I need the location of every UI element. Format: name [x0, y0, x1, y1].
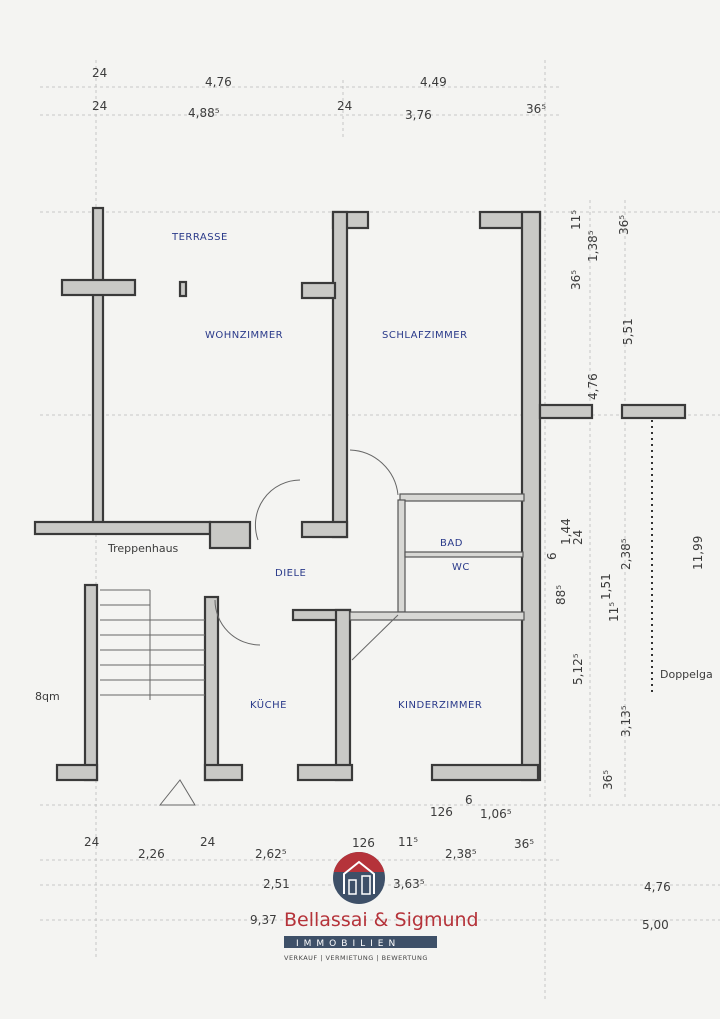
dimension-label: 126 [352, 836, 375, 850]
dimension-label: 4,76 [644, 880, 671, 894]
dimension-label: 36⁵ [526, 102, 546, 116]
room-wohnzimmer: WOHNZIMMER [205, 330, 283, 341]
top-dimensions: 24 4,76 4,49 24 4,88⁵ 24 3,76 36⁵ [92, 66, 546, 122]
room-schlafzimmer: SCHLAFZIMMER [382, 330, 468, 341]
dimension-label: 126 [430, 805, 453, 819]
bottom-dimensions: 126 6 1,06⁵ 24 2,26 24 2,62⁵ 126 11⁵ 2,3… [84, 793, 671, 932]
dimension-label: 2,38⁵ [445, 847, 477, 861]
dimension-label: 1,38⁵ [586, 230, 600, 262]
label-area: 8qm [35, 690, 60, 703]
dimension-label: 9,37 [250, 913, 277, 927]
room-bad: BAD [440, 538, 463, 549]
house-icon [343, 860, 375, 894]
dimension-label: 4,76 [205, 75, 232, 89]
dimension-label: 2,51 [263, 877, 290, 891]
dimension-label: 5,12⁵ [571, 653, 585, 685]
dimension-label: 4,88⁵ [188, 106, 220, 120]
dimension-label: 1,44 [559, 518, 573, 545]
dimension-label: 6 [465, 793, 473, 807]
dimension-label: 1,51 [599, 573, 613, 600]
logo-subtitle: IMMOBILIEN [296, 939, 400, 949]
dimension-guides [40, 60, 720, 1000]
doors [214, 449, 399, 661]
label-doppelgarage: Doppelga [660, 668, 713, 681]
dimension-label: 24 [92, 99, 107, 113]
dimension-label: 2,38⁵ [619, 538, 633, 570]
dimension-label: 6 [545, 552, 559, 560]
dimension-label: 11,99 [691, 536, 705, 570]
dimension-label: 4,49 [420, 75, 447, 89]
dimension-label: 11⁵ [607, 602, 621, 622]
staircase [100, 589, 205, 806]
dimension-label: 11⁵ [398, 835, 418, 849]
dimension-label: 3,63⁵ [393, 877, 425, 891]
dimension-label: 5,00 [642, 918, 669, 932]
dimension-label: 36⁵ [514, 837, 534, 851]
room-wc: WC [452, 562, 470, 573]
dimension-label: 4,76 [586, 373, 600, 400]
dimension-label: 24 [84, 835, 99, 849]
dimension-label: 2,62⁵ [255, 847, 287, 861]
room-labels: TERRASSE WOHNZIMMER SCHLAFZIMMER DIELE B… [35, 232, 713, 711]
room-kinderzimmer: KINDERZIMMER [398, 700, 482, 711]
dimension-label: 36⁵ [617, 215, 631, 235]
walls [33, 206, 687, 782]
logo-tagline: VERKAUF | VERMIETUNG | BEWERTUNG [284, 954, 428, 962]
dimension-label: 36⁵ [569, 270, 583, 290]
room-kueche: KÜCHE [250, 698, 287, 711]
room-terrasse: TERRASSE [171, 232, 228, 243]
dimension-label: 5,51 [621, 318, 635, 345]
dimension-label: 24 [92, 66, 107, 80]
dimension-label: 3,13⁵ [619, 705, 633, 737]
logo-name: Bellassai & Sigmund [284, 909, 479, 931]
label-treppenhaus: Treppenhaus [107, 542, 179, 555]
dimension-label: 24 [571, 530, 585, 545]
dimension-label: 24 [200, 835, 215, 849]
dimension-label: 24 [337, 99, 352, 113]
dimension-label: 1,06⁵ [480, 807, 512, 821]
dimension-label: 2,26 [138, 847, 165, 861]
dimension-label: 36⁵ [601, 770, 615, 790]
right-dimensions: 11⁵ 36⁵ 1,38⁵ 36⁵ 5,51 4,76 1,44 24 6 2,… [545, 210, 705, 790]
dimension-label: 88⁵ [554, 585, 568, 605]
company-logo: Bellassai & Sigmund IMMOBILIEN VERKAUF |… [284, 852, 479, 962]
room-diele: DIELE [275, 568, 306, 579]
dimension-label: 11⁵ [569, 210, 583, 230]
dimension-label: 3,76 [405, 108, 432, 122]
